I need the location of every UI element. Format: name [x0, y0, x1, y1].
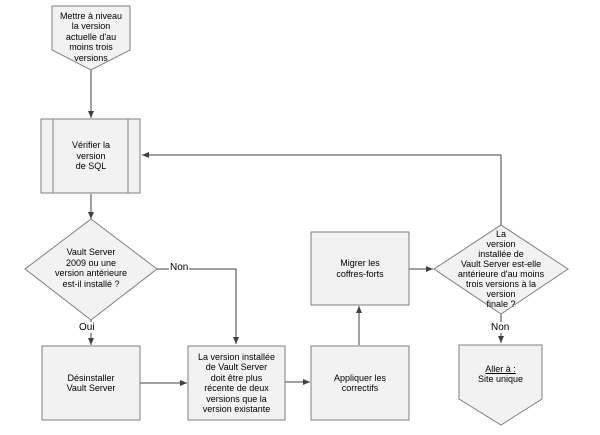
edge-label-no-right: Non — [490, 322, 511, 333]
uninstall-label: Désinstaller Vault Server — [66, 372, 116, 394]
uninstall-shape — [41, 345, 141, 421]
apply-patches-shape — [310, 345, 410, 421]
migrate-shape — [310, 231, 410, 306]
edge-label-yes-left: Oui — [78, 322, 96, 333]
check-sql-label: Vérifier la version de SQL — [71, 140, 110, 172]
edge-decision-no — [157, 268, 239, 344]
edge-label-no-left: Non — [169, 262, 190, 273]
newer-version-shape — [187, 345, 286, 421]
goto-title: Aller à : — [485, 363, 516, 374]
start-shape — [51, 5, 131, 71]
goto-label: Aller à : Site unique — [459, 350, 542, 398]
apply-patches-label: Appliquer les correctifs — [333, 372, 387, 394]
decision-final-shape — [433, 224, 569, 315]
goto-shape — [458, 344, 543, 426]
edge-final-loop-back — [142, 152, 502, 225]
decision-old-shape — [24, 218, 158, 321]
newer-version-label: La version installée de Vault Server doi… — [197, 351, 276, 415]
check-sql-shape — [40, 118, 141, 194]
decision-final-label: La version installée de Vault Server est… — [457, 229, 545, 309]
start-label: Mettre à niveau la version actuelle d'au… — [59, 10, 123, 63]
goto-target: Site unique — [477, 374, 524, 384]
decision-old-label: Vault Server 2009 ou une version antérie… — [54, 247, 128, 289]
migrate-label: Migrer les coffres-forts — [336, 258, 384, 279]
